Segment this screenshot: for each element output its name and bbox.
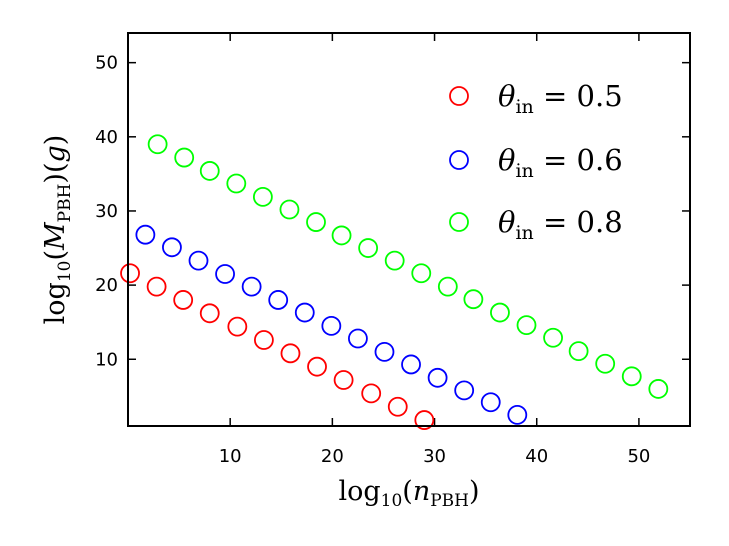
y-tick-label: 50 [95,53,118,74]
data-point [254,330,274,350]
data-point [387,396,408,417]
data-point [226,173,247,194]
data-point [280,343,301,364]
x-tick-label: 50 [627,446,650,467]
y-tick-label: 10 [95,349,118,370]
data-point [463,289,484,310]
data-point [199,161,220,181]
data-point [147,134,168,155]
x-tick-label: 10 [219,446,242,467]
data-point [437,276,458,297]
data-point [543,327,563,348]
data-point [621,366,642,387]
legend-marker [449,150,469,170]
data-point [120,263,140,284]
data-point [348,328,368,349]
x-tick-label: 20 [321,446,344,467]
data-point [516,315,537,336]
data-point [252,186,273,207]
axis-ticks: 10 20 30 40 50 10 20 30 40 50 [95,33,690,467]
legend-label: θin = 0.8 [498,205,623,244]
data-point [648,379,669,399]
data-point [454,380,475,401]
data-point [384,250,405,271]
data-point [135,224,156,245]
data-point [333,370,354,390]
x-tick-label: 40 [525,446,548,467]
x-axis-label: log10(nPBH) [338,476,479,511]
data-point [199,303,220,324]
data-point [173,290,194,310]
y-tick-label: 30 [95,201,118,222]
data-markers [120,134,669,430]
data-point [321,315,342,336]
data-point [307,356,327,377]
data-point [507,404,528,425]
data-point [268,290,289,310]
data-point [401,354,421,375]
data-point [215,264,235,284]
data-point [294,302,315,323]
data-point [146,276,167,297]
data-point [358,238,379,258]
plot-frame [127,32,691,427]
data-point [279,199,300,220]
data-point [241,276,262,297]
y-axis-label: log10(MPBH)(g) [40,135,75,325]
legend-label: θin = 0.6 [498,143,623,182]
data-point [361,383,382,404]
data-point [374,341,395,362]
data-point [568,341,589,362]
data-point [331,225,352,246]
data-point [427,367,448,388]
data-point [411,263,432,284]
legend-label: θin = 0.5 [498,79,623,118]
y-tick-label: 20 [95,275,118,296]
data-point [595,353,616,374]
y-tick-label: 40 [95,127,118,148]
legend: θin = 0.5 θin = 0.6 θin = 0.8 [449,79,623,244]
data-point [174,147,195,168]
x-tick-label: 30 [423,446,446,467]
data-point [227,316,248,337]
data-point [480,392,501,413]
data-point [306,212,326,232]
data-point [490,302,510,323]
data-point [414,410,435,430]
data-point [188,250,209,271]
data-point [162,237,182,258]
legend-marker [449,212,469,232]
legend-marker [449,86,469,106]
